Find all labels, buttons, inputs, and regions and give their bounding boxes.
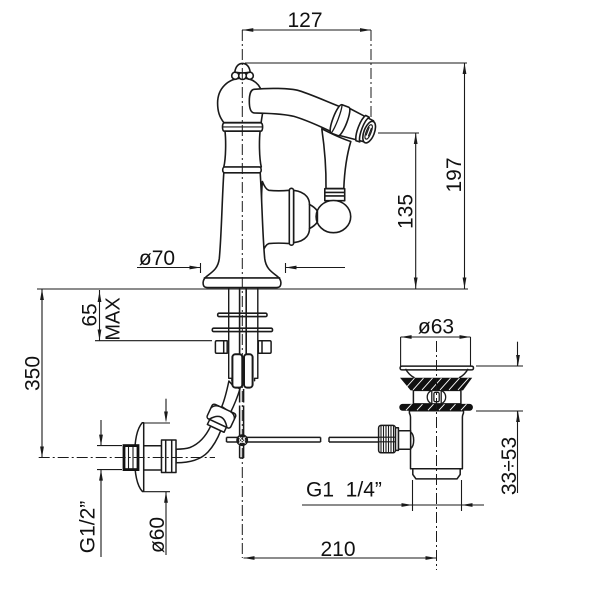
svg-text:350: 350 (22, 356, 45, 391)
svg-text:197: 197 (443, 157, 466, 192)
svg-text:G1 1/4”: G1 1/4” (306, 479, 382, 502)
svg-text:G1/2”: G1/2” (77, 501, 100, 554)
svg-text:65: 65 (79, 303, 102, 326)
svg-text:MAX: MAX (103, 297, 125, 340)
svg-text:127: 127 (287, 9, 322, 32)
svg-text:210: 210 (320, 538, 355, 561)
svg-text:ø70: ø70 (139, 247, 175, 270)
svg-text:ø60: ø60 (146, 517, 169, 553)
svg-text:135: 135 (395, 194, 418, 229)
svg-text:33÷53: 33÷53 (498, 437, 521, 495)
svg-text:ø63: ø63 (418, 316, 454, 339)
